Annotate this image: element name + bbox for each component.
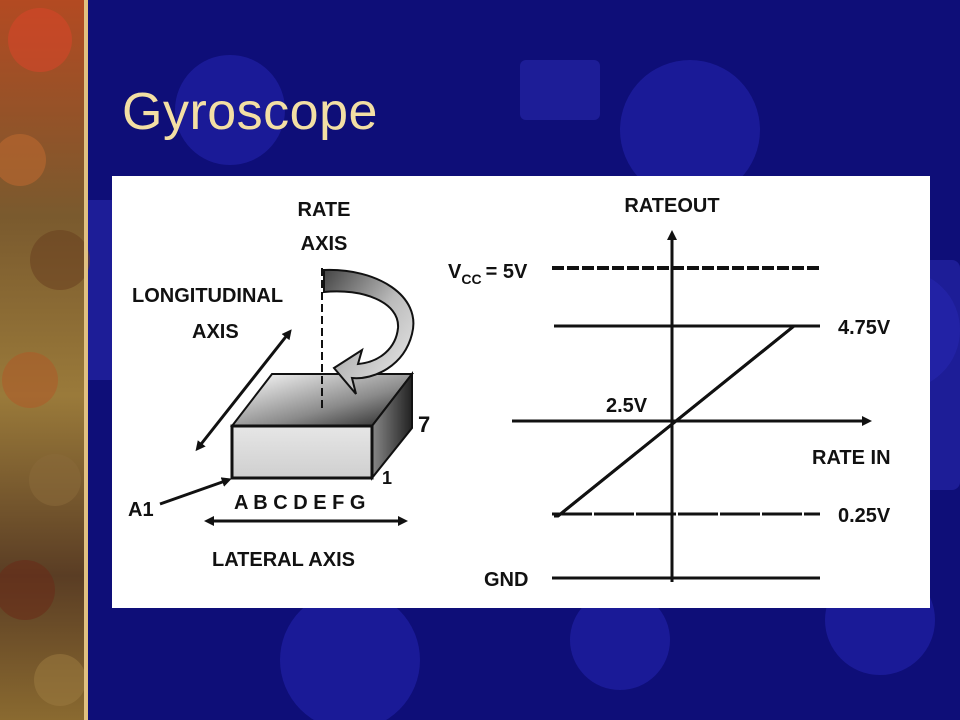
longitudinal-axis-label-line1: LONGITUDINAL xyxy=(132,285,283,307)
rate-axis-label-line1: RATE xyxy=(298,199,351,221)
rate-axis-label-line2: AXIS xyxy=(301,233,348,255)
rateout-label: RATEOUT xyxy=(624,195,719,217)
pin-a1-label: A1 xyxy=(128,499,154,521)
output-graph: RATEOUT VCC= 5V 4.75V 2.5V RATE IN 0.25V… xyxy=(448,195,891,591)
longitudinal-axis-label-line2: AXIS xyxy=(192,321,239,343)
slide-title: Gyroscope xyxy=(122,83,378,141)
gyroscope-diagram-panel: RATE AXIS LONGITUDINAL AXIS 7 1 A1 A B C… xyxy=(112,176,930,608)
rotation-arrow xyxy=(323,268,415,395)
low-level-label: 0.25V xyxy=(838,505,891,527)
gyroscope-diagram: RATE AXIS LONGITUDINAL AXIS 7 1 A1 A B C… xyxy=(128,195,891,591)
rate-in-label: RATE IN xyxy=(812,447,891,469)
vcc-label: VCC= 5V xyxy=(448,261,528,287)
transfer-slope xyxy=(557,324,795,518)
gnd-label: GND xyxy=(484,569,528,591)
mid-level-label: 2.5V xyxy=(606,395,648,417)
high-level-label: 4.75V xyxy=(838,317,891,339)
pin-7-label: 7 xyxy=(418,412,430,437)
pin-a1-arrow xyxy=(159,477,232,506)
lateral-axis-label: LATERAL AXIS xyxy=(212,549,355,571)
sensor-box-front xyxy=(230,424,374,480)
pin-letters: A B C D E F G xyxy=(234,492,365,514)
sensor-sketch: RATE AXIS LONGITUDINAL AXIS 7 1 A1 A B C… xyxy=(128,199,430,571)
longitudinal-axis-arrow xyxy=(195,329,292,452)
pin-1-label: 1 xyxy=(382,468,392,488)
